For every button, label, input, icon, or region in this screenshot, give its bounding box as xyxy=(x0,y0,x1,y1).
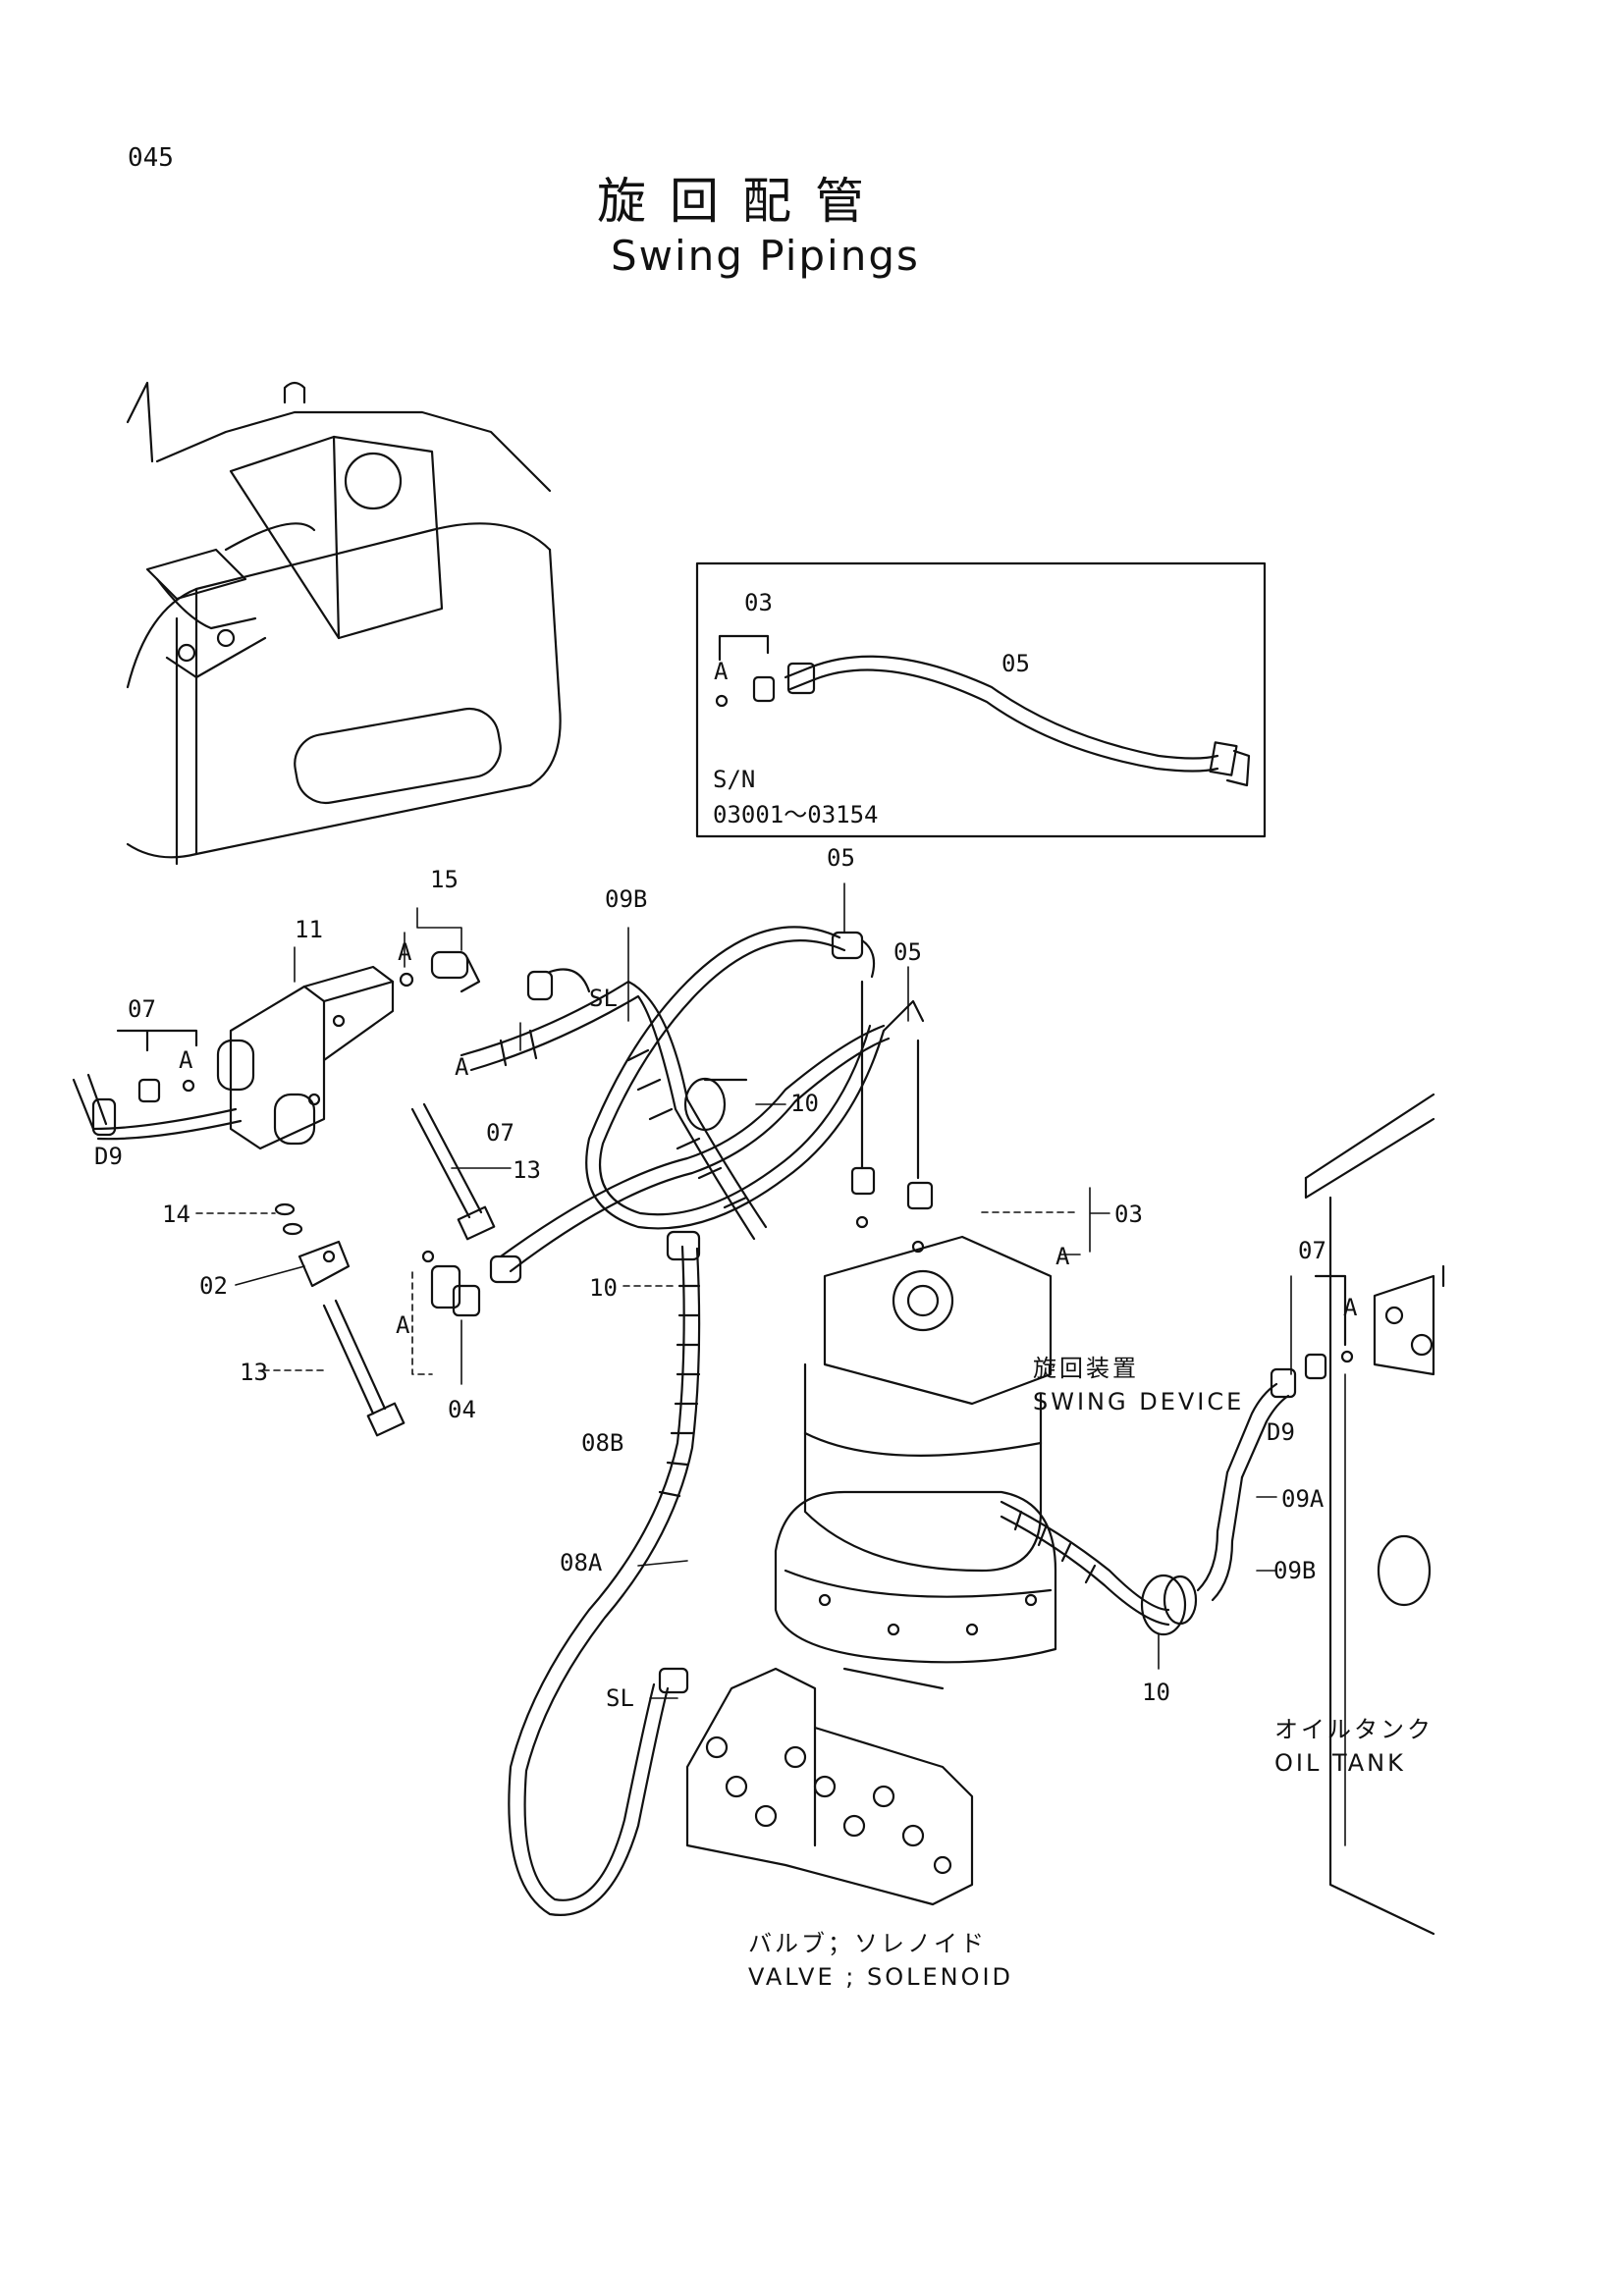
fitting-03-center xyxy=(850,980,934,1254)
hose-09b-right xyxy=(1000,1470,1244,1636)
callout-05-top: 05 xyxy=(827,844,855,872)
callout-d9-right: D9 xyxy=(1267,1418,1295,1446)
callout-07-right: 07 xyxy=(1298,1237,1326,1264)
callout-08a: 08A xyxy=(560,1549,603,1576)
callout-09a: 09A xyxy=(1281,1485,1325,1513)
hose-08b xyxy=(508,1230,701,1916)
callout-13-low: 13 xyxy=(240,1359,268,1386)
hose-05-loop xyxy=(585,926,925,1230)
callout-sl-top: SL xyxy=(589,985,618,1012)
callout-09b-right: 09B xyxy=(1273,1557,1317,1584)
o-rings-14 xyxy=(274,1202,303,1236)
bolt-13-mid xyxy=(410,1102,496,1241)
callout-03-right: 03 xyxy=(1114,1201,1143,1228)
elbow-fitting-15 xyxy=(399,950,481,993)
inset-callout-05: 05 xyxy=(1001,650,1030,677)
inset-hose-05 xyxy=(715,634,1251,787)
callout-10-bottom: 10 xyxy=(1142,1679,1170,1706)
valve-label: VALVE ; SOLENOID xyxy=(748,1963,1014,1991)
callout-11: 11 xyxy=(295,916,323,943)
page-title: Swing Pipings xyxy=(611,232,920,280)
solenoid-valve-block xyxy=(216,965,395,1150)
hose-d9-left xyxy=(72,1029,243,1141)
callout-a-fitting: A xyxy=(455,1053,469,1081)
inset-sn-label: S/N xyxy=(713,766,756,793)
callout-13-mid: 13 xyxy=(513,1156,541,1184)
elbow-fitting-04 xyxy=(421,1250,481,1317)
plate-02 xyxy=(298,1240,351,1288)
swing-device-body xyxy=(774,1235,1057,1690)
callout-a-tank: A xyxy=(1343,1294,1358,1321)
callout-10-mid: 10 xyxy=(790,1090,819,1117)
bolt-13-low xyxy=(322,1299,406,1437)
callout-14: 14 xyxy=(162,1201,190,1228)
callout-05-mid: 05 xyxy=(893,938,922,966)
callout-10-low: 10 xyxy=(589,1274,618,1302)
swing-device-label-japanese: 旋回装置 xyxy=(1033,1355,1139,1382)
page-title-japanese: 旋回配管 xyxy=(597,173,888,230)
callout-09b-top: 09B xyxy=(605,885,648,913)
leader-lines xyxy=(195,882,1346,1846)
page-number: 045 xyxy=(128,143,174,173)
callout-02: 02 xyxy=(199,1272,228,1300)
machine-body-outline xyxy=(126,381,562,866)
hose-to-swing-device xyxy=(489,1024,891,1284)
callout-07-mid: 07 xyxy=(486,1119,514,1147)
callout-08b: 08B xyxy=(581,1429,624,1457)
oil-tank-label-japanese: オイルタンク xyxy=(1274,1716,1434,1743)
callout-a-right: A xyxy=(1055,1243,1070,1270)
valve-label-japanese: バルブ；ソレノイド xyxy=(748,1930,987,1957)
oil-tank-outline xyxy=(1304,1093,1445,1936)
inset-callout-03: 03 xyxy=(744,589,773,616)
callout-a-low: A xyxy=(396,1311,410,1339)
callout-07-left: 07 xyxy=(128,995,156,1023)
inset-sn-range: 03001～03154 xyxy=(713,801,879,828)
callout-d9-left: D9 xyxy=(94,1143,123,1170)
hose-clamp-10-mid xyxy=(683,1077,748,1132)
solenoid-valve-bottom xyxy=(685,1667,974,1906)
hose-09a xyxy=(1225,1274,1354,1479)
callout-15: 15 xyxy=(430,866,459,893)
callout-a-left: A xyxy=(179,1046,193,1074)
callout-04: 04 xyxy=(448,1396,476,1423)
inset-frame xyxy=(695,561,1267,838)
callout-a-upper: A xyxy=(398,938,412,966)
inset-ref-a: A xyxy=(714,658,729,685)
swing-device-label: SWING DEVICE xyxy=(1033,1388,1245,1415)
callout-sl-bottom: SL xyxy=(606,1684,634,1712)
oil-tank-label: OIL TANK xyxy=(1274,1749,1406,1777)
hose-09b-top xyxy=(460,968,768,1241)
